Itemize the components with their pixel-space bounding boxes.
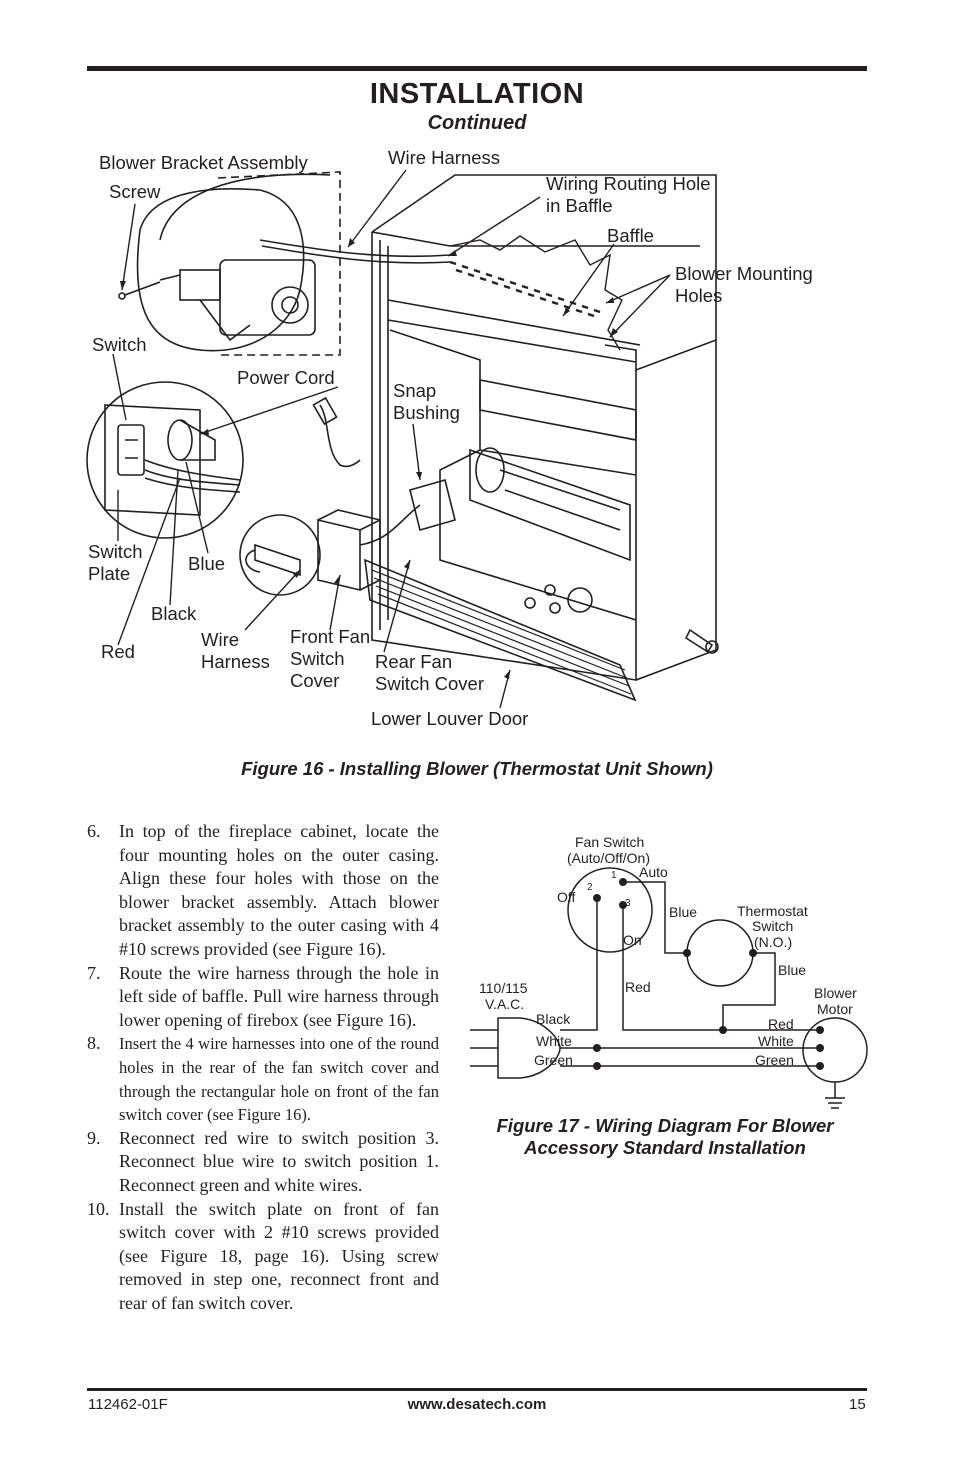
label-green-right: Green <box>755 1052 794 1068</box>
label-position-2: 2 <box>587 882 593 893</box>
label-blue-2: Blue <box>778 962 807 978</box>
document-number: 112462-01F <box>88 1396 168 1413</box>
page-number: 15 <box>849 1396 866 1413</box>
step-number: 6. <box>87 821 101 841</box>
label-lower-louver-door: Lower Louver Door <box>371 708 529 729</box>
step-text: Insert the 4 wire harnesses into one of … <box>119 1034 439 1125</box>
step-number: 8. <box>87 1033 101 1054</box>
step-text: Route the wire harness through the hole … <box>119 962 439 1030</box>
label-blower: Blower <box>814 985 857 1001</box>
label-black-wire: Black <box>536 1011 571 1027</box>
figure-17-caption: Figure 17 - Wiring Diagram For Blower Ac… <box>496 1115 834 1158</box>
label-black: Black <box>151 603 197 624</box>
label-voltage: 110/115 <box>479 980 528 996</box>
label-fan-switch: Fan Switch <box>575 834 645 850</box>
label-red-2: Red <box>768 1016 794 1032</box>
label-motor: Motor <box>817 1001 853 1017</box>
step-10: 10. Install the switch plate on front of… <box>87 1198 439 1316</box>
label-power-cord: Power Cord <box>237 367 335 388</box>
label-blower-bracket-assembly: Blower Bracket Assembly <box>99 152 308 173</box>
label-thermostat-no: (N.O.) <box>754 934 793 950</box>
figure-16-illustration <box>86 169 719 709</box>
label-blue: Blue <box>188 553 226 574</box>
label-snap-bushing: Snap Bushing <box>393 380 460 423</box>
label-red: Red <box>101 641 135 662</box>
page-subtitle: Continued <box>427 112 527 134</box>
label-position-1: 1 <box>611 870 617 881</box>
label-screw: Screw <box>109 181 161 202</box>
instruction-steps: 6. In top of the fireplace cabinet, loca… <box>87 820 439 1315</box>
figure-16-caption: Figure 16 - Installing Blower (Thermosta… <box>241 758 713 779</box>
label-position-3: 3 <box>625 898 631 909</box>
label-green-left: Green <box>534 1052 573 1068</box>
step-6: 6. In top of the fireplace cabinet, loca… <box>87 820 439 962</box>
label-thermostat: Thermostat <box>737 903 808 919</box>
step-9: 9. Reconnect red wire to switch position… <box>87 1127 439 1198</box>
label-red-1: Red <box>625 979 651 995</box>
label-front-fan-switch-cover: Front Fan Switch Cover <box>290 626 371 691</box>
step-number: 7. <box>87 962 101 983</box>
top-rule <box>87 66 867 71</box>
step-number: 9. <box>87 1127 101 1148</box>
label-fan-switch-modes: (Auto/Off/On) <box>567 850 650 866</box>
label-on: On <box>623 932 642 948</box>
step-8: 8. Insert the 4 wire harnesses into one … <box>87 1032 439 1126</box>
label-wire-harness: Wire Harness <box>201 629 270 672</box>
step-text: In top of the fireplace cabinet, locate … <box>119 821 439 959</box>
label-white-right: White <box>758 1033 794 1049</box>
label-off: Off <box>557 889 576 905</box>
label-blue-1: Blue <box>669 904 698 920</box>
label-white-left: White <box>536 1033 572 1049</box>
step-text: Install the switch plate on front of fan… <box>119 1198 439 1313</box>
website-link[interactable]: www.desatech.com <box>407 1396 547 1413</box>
label-thermostat-switch: Switch <box>752 918 794 934</box>
label-wiring-routing-hole: Wiring Routing Hole in Baffle <box>546 173 711 216</box>
label-auto: Auto <box>639 864 668 880</box>
label-rear-fan-switch-cover: Rear Fan Switch Cover <box>375 651 484 694</box>
label-baffle: Baffle <box>607 225 654 246</box>
figure-17-wiring-diagram <box>470 867 868 1109</box>
page-title: INSTALLATION <box>369 78 585 110</box>
label-switch: Switch <box>92 334 147 355</box>
step-text: Reconnect red wire to switch position 3.… <box>119 1127 439 1195</box>
label-blower-mounting-holes: Blower Mounting Holes <box>675 263 813 306</box>
label-switch-plate: Switch Plate <box>88 541 143 584</box>
step-number: 10. <box>87 1198 110 1219</box>
step-7: 7. Route the wire harness through the ho… <box>87 962 439 1033</box>
label-vac: V.A.C. <box>485 996 525 1012</box>
label-wire-harness-top: Wire Harness <box>388 147 501 168</box>
bottom-rule <box>87 1388 867 1391</box>
